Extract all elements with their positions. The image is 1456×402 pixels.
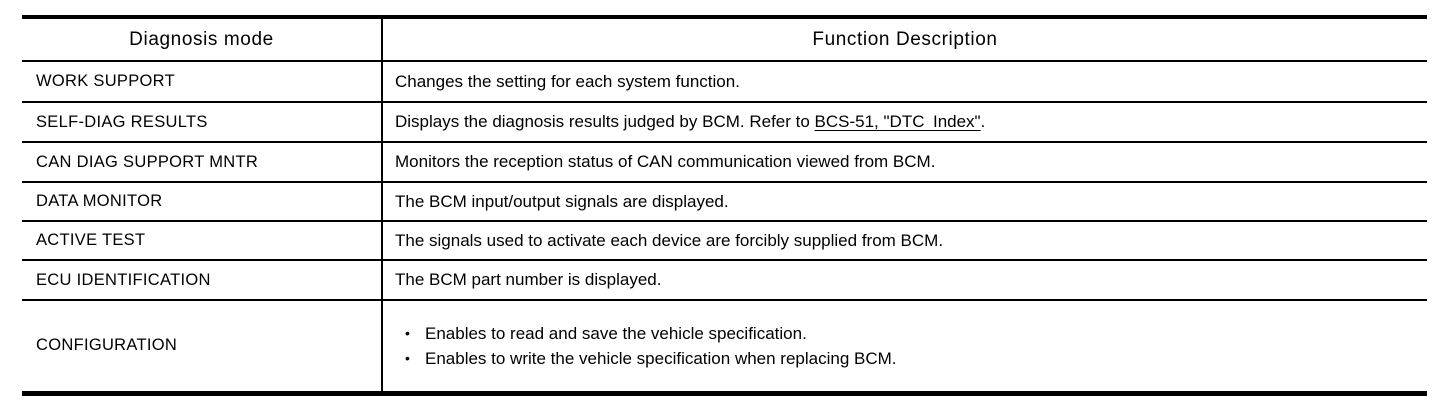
description-text: . [980,112,986,131]
table-header-row: Diagnosis mode Function Description [22,17,1427,61]
diagnosis-mode-cell: CONFIGURATION [22,299,382,393]
table-row: SELF-DIAG RESULTS Displays the diagnosis… [22,101,1427,142]
function-description-cell: Displays the diagnosis results judged by… [381,101,1427,142]
col-header-diagnosis-mode: Diagnosis mode [129,28,274,50]
bullet-item: • Enables to read and save the vehicle s… [395,321,1427,346]
function-description-cell: The signals used to activate each device… [381,220,1427,260]
col-header-function-description: Function Description [381,17,1427,61]
diagnosis-mode-table: Diagnosis mode Function Description WORK… [22,15,1427,396]
diagnosis-mode-cell: SELF-DIAG RESULTS [22,101,382,142]
function-description-cell: • Enables to read and save the vehicle s… [381,299,1427,393]
dtc-index-link[interactable]: BCS-51, "DTC Index" [814,112,981,131]
diagnosis-mode-cell: CAN DIAG SUPPORT MNTR [22,141,382,182]
table-row: ECU IDENTIFICATION The BCM part number i… [22,259,1427,300]
diagnosis-mode-cell: ECU IDENTIFICATION [22,259,382,300]
bullet-item-text: Enables to write the vehicle specificati… [425,348,897,368]
diagnosis-mode-cell: DATA MONITOR [22,181,382,221]
table-row: DATA MONITOR The BCM input/output signal… [22,181,1427,221]
function-description-cell: The BCM input/output signals are display… [381,181,1427,221]
diagnosis-mode-cell: WORK SUPPORT [22,60,382,102]
description-text: Displays the diagnosis results judged by… [395,112,815,131]
table-row: WORK SUPPORT Changes the setting for eac… [22,60,1427,102]
bullet-icon: • [405,349,410,366]
table-row: CONFIGURATION • Enables to read and save… [22,299,1427,393]
function-description-cell: Monitors the reception status of CAN com… [381,141,1427,182]
bullet-item-text: Enables to read and save the vehicle spe… [425,323,807,343]
diagnosis-mode-cell: ACTIVE TEST [22,220,382,260]
function-description-cell: The BCM part number is displayed. [381,259,1427,300]
bullet-item: • Enables to write the vehicle specifica… [395,346,1427,371]
function-description-cell: Changes the setting for each system func… [381,60,1427,102]
table-row: CAN DIAG SUPPORT MNTR Monitors the recep… [22,141,1427,182]
table-row: ACTIVE TEST The signals used to activate… [22,220,1427,260]
bullet-icon: • [405,324,410,341]
